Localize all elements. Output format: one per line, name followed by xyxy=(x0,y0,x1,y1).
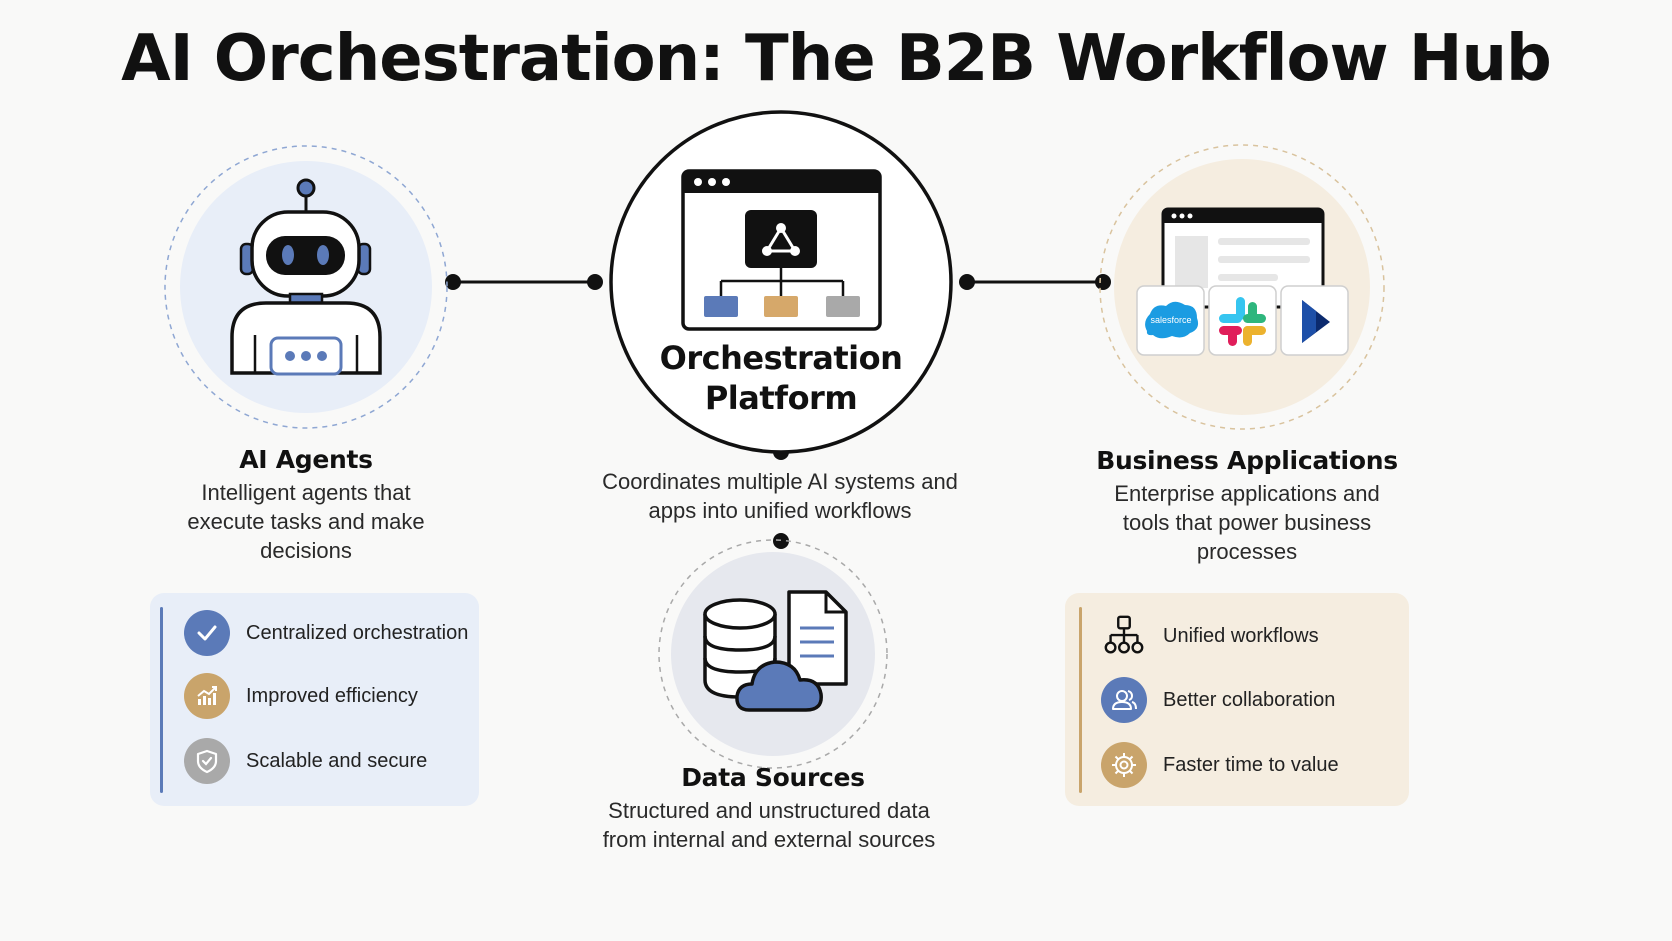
ai-agents-node xyxy=(164,145,448,429)
benefit-label: Faster time to value xyxy=(1163,753,1339,776)
orchestration-platform-label: Orchestration Platform xyxy=(611,338,951,418)
data-sources-node xyxy=(658,539,888,769)
ai-agents-benefits-panel: Centralized orchestration Improved effic… xyxy=(150,593,479,806)
benefit-label: Scalable and secure xyxy=(246,749,428,772)
panel-accent-bar xyxy=(1079,607,1082,793)
ai-agents-description: Intelligent agents that execute tasks an… xyxy=(187,480,425,563)
app-window-icon xyxy=(1161,207,1325,309)
check-icon xyxy=(184,610,230,656)
slack-logo xyxy=(1208,285,1277,356)
dynamics-logo xyxy=(1280,285,1349,356)
data-sources-title: Data Sources xyxy=(681,763,865,792)
robot-icon xyxy=(230,178,382,376)
growth-chart-icon xyxy=(184,673,230,719)
benefit-item: Centralized orchestration xyxy=(184,609,468,657)
business-apps-benefits-panel: Unified workflows Better collaboration xyxy=(1065,593,1409,806)
users-icon xyxy=(1101,677,1147,723)
salesforce-logo-text: salesforce xyxy=(1150,315,1191,325)
platform-label-line1: Orchestration xyxy=(659,339,903,377)
benefit-label: Unified workflows xyxy=(1163,624,1319,647)
salesforce-logo: salesforce xyxy=(1136,285,1205,356)
business-applications-node: salesforce xyxy=(1099,144,1385,430)
benefit-item: Faster time to value xyxy=(1101,741,1339,789)
business-applications-title: Business Applications xyxy=(1096,446,1398,475)
document-icon xyxy=(787,590,848,686)
benefit-item: Scalable and secure xyxy=(184,737,427,785)
browser-window-icon xyxy=(681,169,882,331)
benefit-label: Centralized orchestration xyxy=(246,621,469,644)
benefit-item: Unified workflows xyxy=(1101,612,1319,660)
page-title: AI Orchestration: The B2B Workflow Hub xyxy=(121,22,1552,96)
platform-description: Coordinates multiple AI systems and apps… xyxy=(602,469,958,523)
cloud-icon xyxy=(735,660,823,712)
data-sources-description: Structured and unstructured data from in… xyxy=(602,798,936,852)
platform-label-line2: Platform xyxy=(704,379,858,417)
benefit-item: Improved efficiency xyxy=(184,672,418,720)
shield-check-icon xyxy=(184,738,230,784)
gear-icon xyxy=(1101,742,1147,788)
benefit-label: Improved efficiency xyxy=(246,684,418,707)
benefit-label: Better collaboration xyxy=(1163,688,1336,711)
business-applications-description: Enterprise applications and tools that p… xyxy=(1114,481,1380,564)
benefit-item: Better collaboration xyxy=(1101,676,1335,724)
orchestration-platform-node xyxy=(609,110,953,454)
panel-accent-bar xyxy=(160,607,163,793)
ai-agents-title: AI Agents xyxy=(239,445,373,474)
workflow-icon xyxy=(1101,613,1147,659)
